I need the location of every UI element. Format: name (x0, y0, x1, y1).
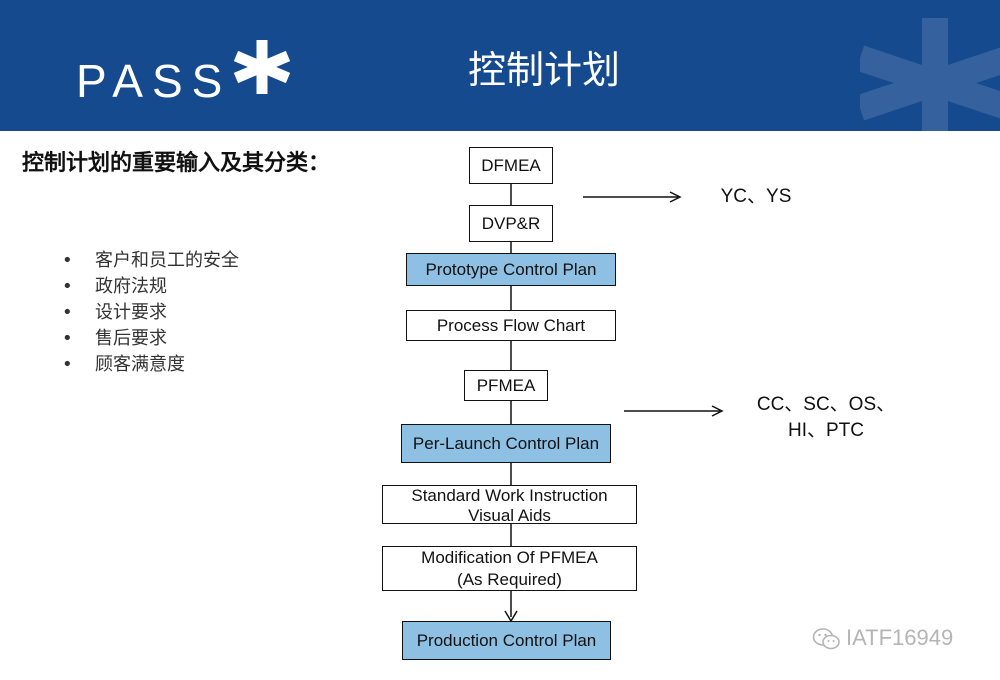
side-label-hi-ptc: HI、PTC (787, 420, 864, 441)
flow-step-process-flow-chart: Process Flow Chart (406, 310, 616, 341)
bullet-item: 设计要求 (62, 300, 252, 326)
slide-title: 控制计划 (467, 48, 620, 92)
wechat-icon (812, 628, 840, 650)
bullet-item: 售后要求 (62, 326, 252, 352)
side-label-cc-sc-os: CC、SC、OS、 (756, 394, 896, 415)
side-arrowhead-middle (711, 405, 724, 417)
bullet-item: 政府法规 (62, 274, 252, 300)
header-bar: PASS 控制计划 (0, 0, 1000, 131)
side-arrowhead-top (669, 191, 682, 203)
flow-step-pfmea: PFMEA (464, 370, 548, 401)
background-asterisk-icon (860, 18, 1000, 131)
logo-asterisk-icon (233, 40, 291, 94)
bullet-item: 顾客满意度 (62, 352, 252, 378)
flow-step-dvpr: DVP&R (469, 205, 553, 242)
bullet-item: 客户和员工的安全 (62, 248, 252, 274)
flow-step-dfmea: DFMEA (469, 147, 553, 184)
logo-wordmark: PASS (76, 55, 232, 107)
watermark-text: IATF16949 (846, 625, 954, 650)
flow-step-prototype-control-plan: Prototype Control Plan (406, 253, 616, 286)
input-bullet-list: 客户和员工的安全 政府法规 设计要求 售后要求 顾客满意度 (62, 248, 252, 378)
section-heading: 控制计划的重要输入及其分类： (22, 150, 331, 176)
flow-step-production-control-plan: Production Control Plan (402, 621, 611, 660)
flow-step-standard-work-instruction: Standard Work Instruction Visual Aids (382, 485, 637, 525)
side-label-yc-ys: YC、YS (720, 186, 792, 207)
flow-step-modification-of-pfmea: Modification Of PFMEA (As Required) (382, 546, 637, 591)
flow-step-per-launch-control-plan: Per-Launch Control Plan (401, 424, 611, 463)
